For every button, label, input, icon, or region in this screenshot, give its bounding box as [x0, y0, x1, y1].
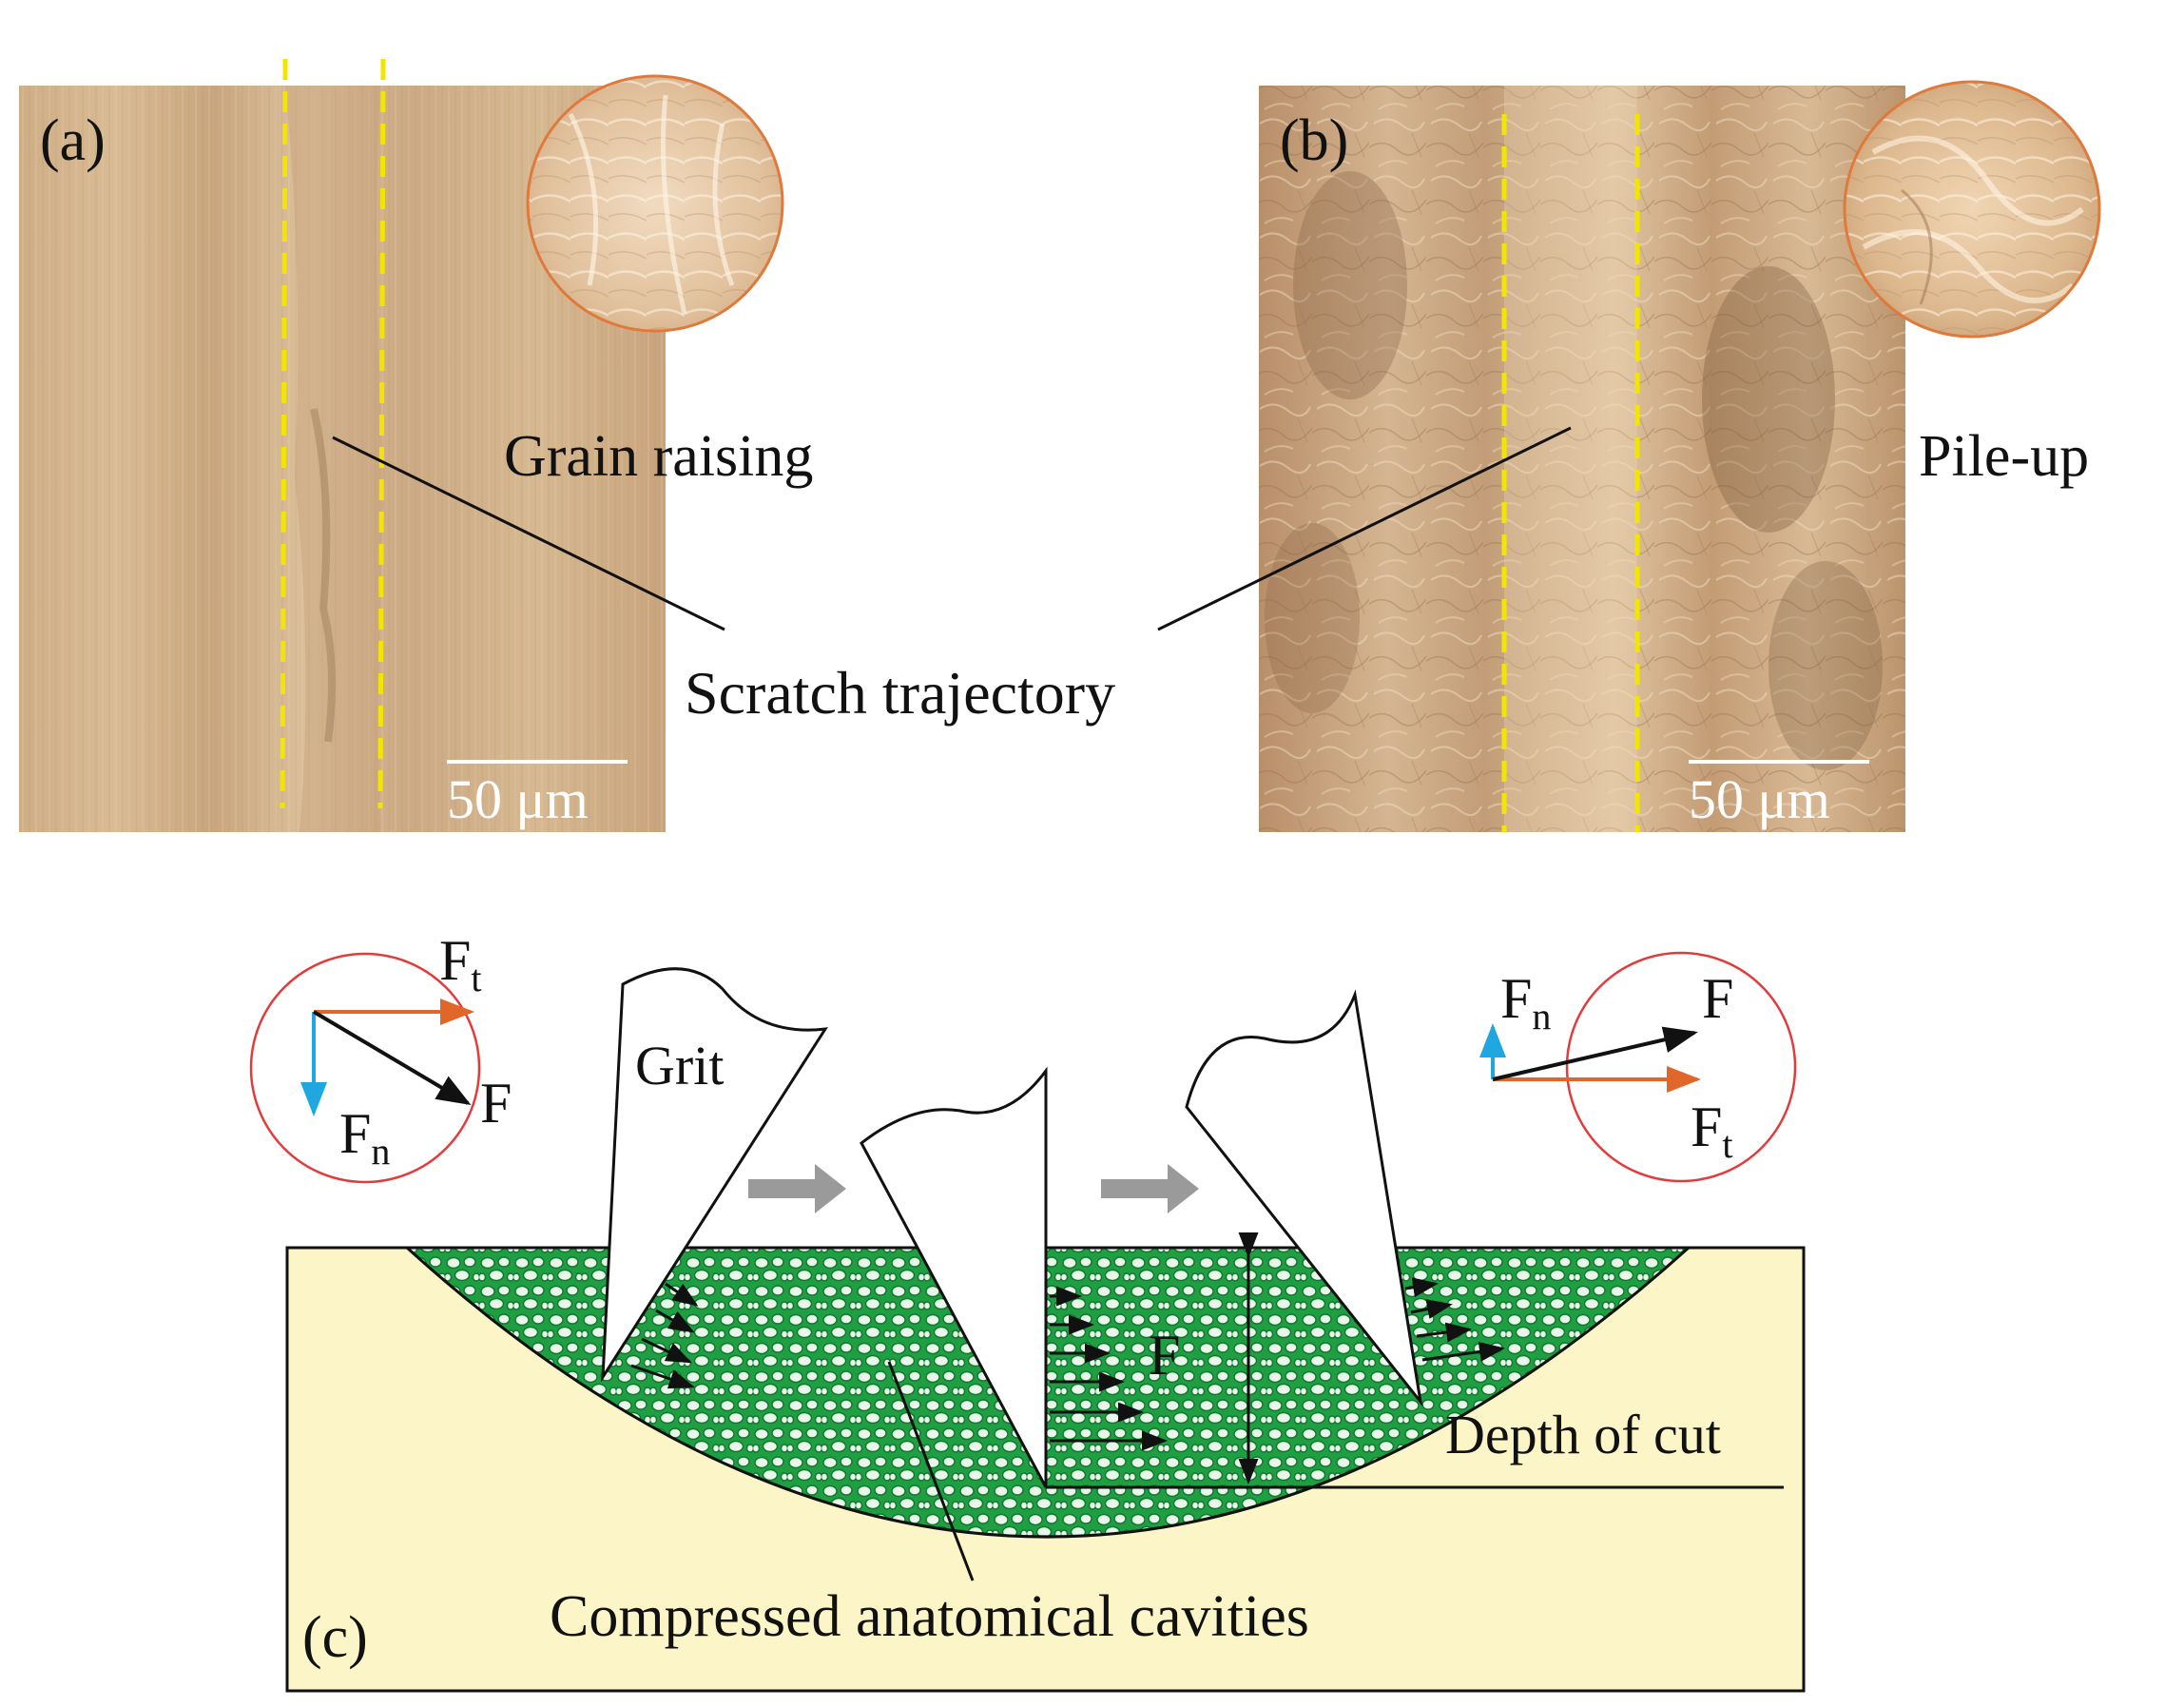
force-inset-right: Fn F Ft: [1479, 951, 1797, 1183]
grit-particle-3: [1185, 989, 1423, 1407]
zoom-inset-a: [526, 74, 784, 333]
svg-text:Fn: Fn: [339, 1102, 390, 1173]
fn-label-right: F: [1500, 967, 1532, 1030]
zoom-inset-b: [1843, 80, 2101, 339]
cavities-leader: [887, 1361, 975, 1581]
force-label-center: F: [1149, 1324, 1180, 1387]
scalebar-label-b: 50 μm: [1689, 768, 1830, 830]
depth-of-cut-label: Depth of cut: [1445, 1404, 1721, 1465]
f-label-right: F: [1702, 967, 1733, 1030]
trajectory-line-left-a: [280, 58, 288, 809]
grit-particle-1: [601, 967, 828, 1383]
svg-text:Ft: Ft: [439, 929, 482, 999]
force-arrows-grit-1: [630, 1282, 699, 1389]
fn-sub-left: n: [371, 1130, 390, 1173]
ft-sub-left: t: [471, 957, 481, 999]
force-arrows-grit-2: [1050, 1286, 1168, 1451]
fn-sub-right: n: [1532, 995, 1551, 1038]
trajectory-line-right-a: [377, 58, 386, 809]
leader-line-b: [1157, 426, 1572, 631]
f-arrow-left: [312, 1010, 472, 1106]
panel-label-b: (b): [1280, 108, 1348, 173]
move-arrow-1: [748, 1164, 846, 1213]
force-inset-left: Ft Fn F: [249, 929, 512, 1184]
force-arrows-grit-3: [1404, 1277, 1505, 1362]
grit-particle-2: [860, 1066, 1048, 1488]
panel-a: (a) Grain raising 50 μm: [19, 58, 813, 832]
f-label-left: F: [480, 1072, 512, 1135]
callout-grain-raising: Grain raising: [504, 424, 813, 489]
panel-c: Depth of cut Grit F: [249, 929, 1806, 1693]
move-arrow-2: [1101, 1164, 1199, 1213]
scalebar-label-a: 50 μm: [447, 768, 589, 830]
ft-label-left: F: [439, 929, 471, 992]
panel-label-a: (a): [40, 108, 106, 173]
svg-text:Ft: Ft: [1691, 1096, 1733, 1166]
leader-line-a: [332, 436, 725, 631]
ft-sub-right: t: [1722, 1123, 1732, 1166]
ft-label-right: F: [1691, 1096, 1722, 1158]
callout-pile-up: Pile-up: [1919, 424, 2089, 489]
panel-label-c: (c): [302, 1605, 368, 1670]
panel-b: (b) Pile-up 50 μm: [1259, 80, 2101, 832]
grit-label: Grit: [635, 1035, 724, 1096]
cavities-label: Compressed anatomical cavities: [550, 1584, 1309, 1649]
scratch-trajectory-label: Scratch trajectory: [685, 659, 1115, 727]
scratch-trajectory-callout: Scratch trajectory: [332, 426, 1572, 727]
svg-text:Fn: Fn: [1500, 967, 1551, 1038]
f-arrow-right: [1492, 1026, 1698, 1081]
fn-label-left: F: [339, 1102, 371, 1165]
